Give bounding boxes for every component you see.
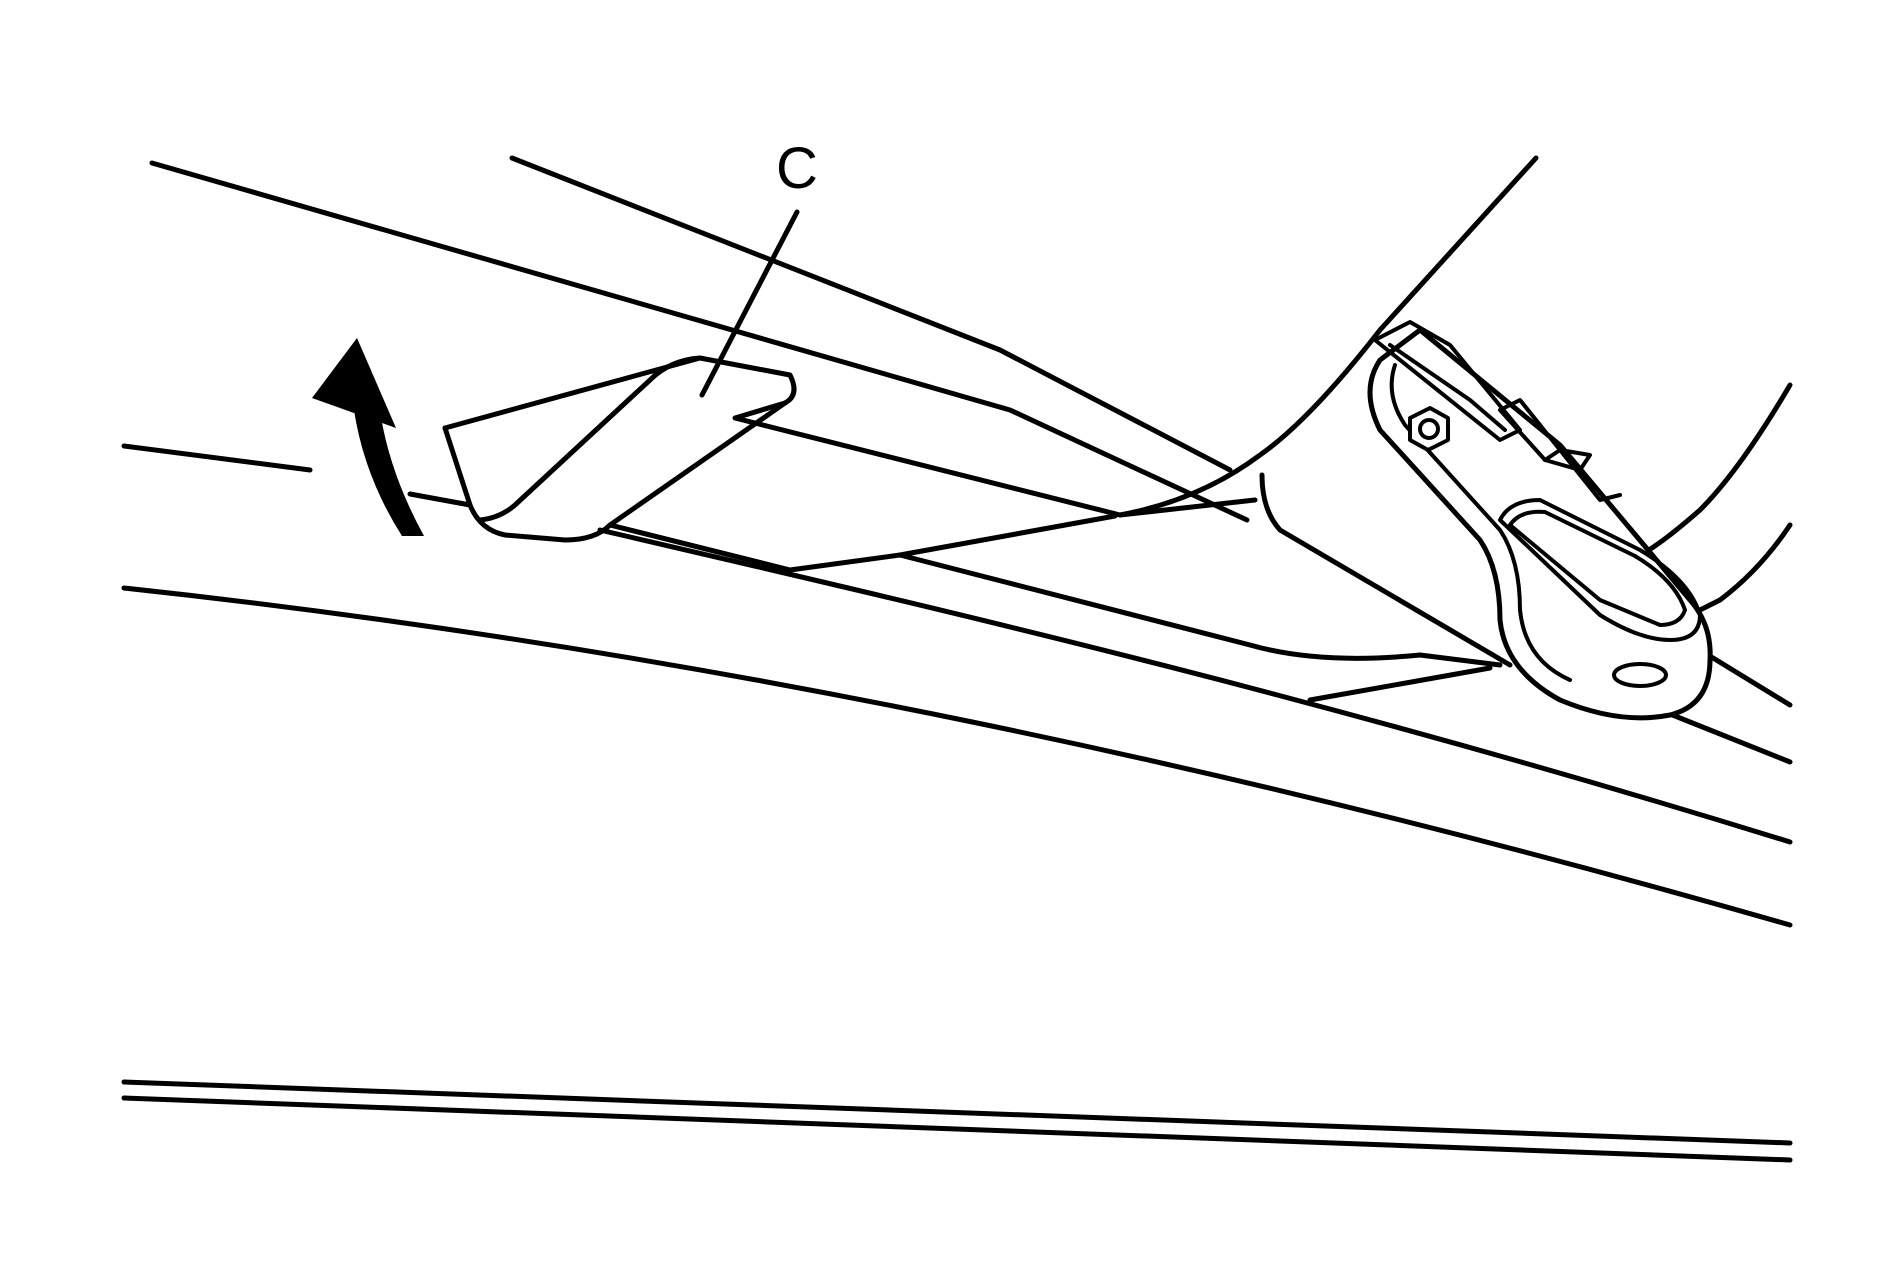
floor-line-1 [121, 1079, 1793, 1146]
trim-panel-tab [1307, 665, 1493, 703]
pillar-front-edge [1117, 155, 1539, 518]
anchor-slot-outline [1498, 498, 1702, 642]
trim-panel-lower-edge [607, 513, 1118, 573]
left-rail-line [121, 443, 313, 473]
floor-line-2 [121, 1095, 1793, 1163]
callout-leader-line [699, 209, 800, 398]
anchor-hole [1612, 662, 1668, 688]
upper-rail-line [149, 160, 1250, 523]
anchor-bolt-center [1418, 418, 1440, 440]
curved-arrow-head [312, 338, 396, 428]
trim-panel-lower-edge-2 [897, 552, 1503, 668]
trim-panel [442, 355, 1503, 703]
callout-c: C [699, 136, 818, 398]
pillar-rear-edge [1637, 382, 1793, 558]
pillar-assembly [1117, 155, 1793, 765]
pillar-lower-trim-2 [1657, 707, 1793, 765]
trim-panel-inner-edge [477, 355, 703, 523]
pillar-base [1259, 472, 1513, 668]
sill-line-1 [597, 527, 1793, 845]
anchor-bracket [1373, 320, 1522, 442]
body-contour-lines [121, 155, 1793, 1163]
trim-panel-front-edge [442, 400, 788, 543]
trim-panel-outline [442, 355, 1258, 518]
pillar-lower-trim [1697, 647, 1793, 708]
anchor-plate [1367, 327, 1713, 721]
anchor-bracket-ridge [1388, 343, 1507, 432]
curved-arrow-up-icon [312, 338, 424, 536]
pillar-rear-edge-2 [1697, 522, 1793, 613]
anchor-slot-inner [1508, 509, 1687, 627]
upper-rail-line-2 [509, 155, 1233, 473]
left-rail-line-2 [407, 491, 473, 508]
anchor-plate-inner [1389, 363, 1522, 612]
sill-line-2 [121, 585, 1793, 928]
callout-label: C [776, 136, 818, 201]
anchor-bolt-hex [1408, 406, 1450, 452]
anchor-clip-tab [1543, 448, 1592, 472]
anchor-plate-inner-2 [1518, 608, 1572, 682]
curved-arrow-shaft [352, 395, 424, 536]
